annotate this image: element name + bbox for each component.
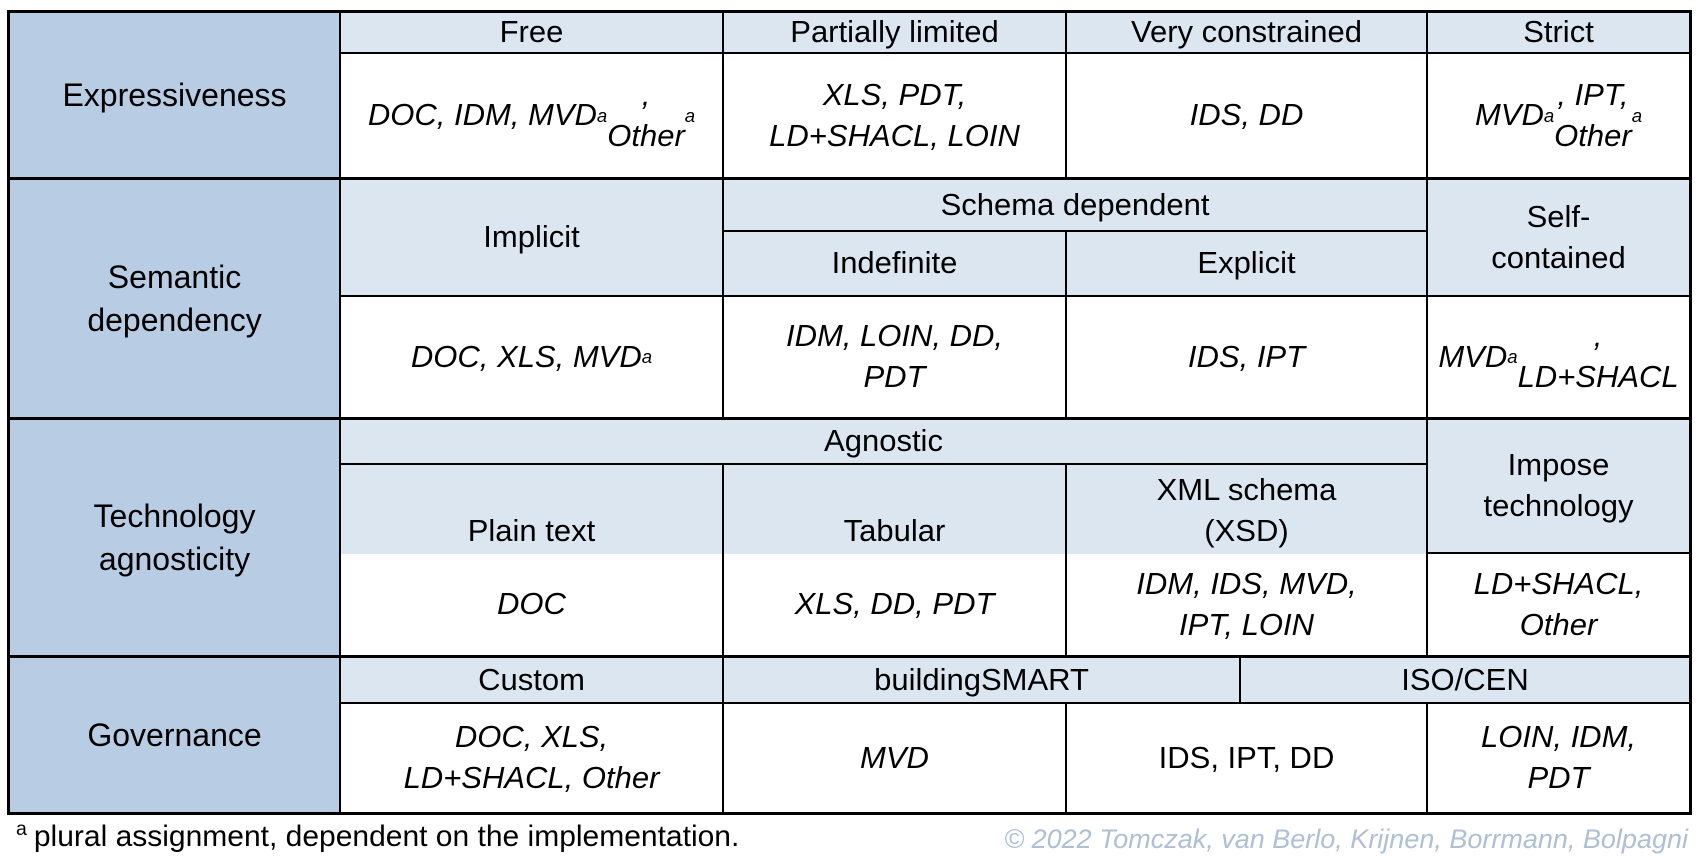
header-indefinite: Indefinite	[724, 232, 1065, 295]
cell-governance-buildingsmart: MVD	[724, 704, 1065, 812]
footnote: a plural assignment, dependent on the imp…	[16, 818, 740, 854]
copyright-line: © 2022 Tomczak, van Berlo, Krijnen, Borr…	[1004, 824, 1688, 854]
footnote-marker: a	[16, 818, 27, 840]
cell-expressiveness-very-constrained: IDS, DD	[1067, 54, 1426, 177]
cell-governance-custom: DOC, XLS,LD+SHACL, Other	[341, 704, 722, 812]
cell-semantic-explicit: IDS, IPT	[1067, 297, 1426, 417]
cell-governance-iso-cen: LOIN, IDM,PDT	[1428, 704, 1689, 812]
header-partially-limited: Partially limited	[724, 13, 1065, 52]
header-schema-dependent: Schema dependent	[724, 180, 1426, 230]
header-tabular: Tabular	[724, 465, 1065, 559]
cell-technology-plain-text: DOC	[341, 554, 722, 655]
cell-technology-impose: LD+SHACL,Other	[1428, 554, 1689, 655]
header-buildingsmart: buildingSMART	[724, 658, 1239, 702]
cell-expressiveness-partially-limited: XLS, PDT,LD+SHACL, LOIN	[724, 54, 1065, 177]
header-plain-text: Plain text	[341, 465, 722, 559]
cell-governance-ids-ipt-dd: IDS, IPT, DD	[1067, 704, 1426, 812]
section-label-expressiveness: Expressiveness	[10, 13, 339, 177]
header-very-constrained: Very constrained	[1067, 13, 1426, 52]
header-explicit: Explicit	[1067, 232, 1426, 295]
footnote-text: plural assignment, dependent on the impl…	[33, 820, 740, 853]
cell-semantic-indefinite: IDM, LOIN, DD,PDT	[724, 297, 1065, 417]
header-custom: Custom	[341, 658, 722, 702]
header-free: Free	[341, 13, 722, 52]
header-strict: Strict	[1428, 13, 1689, 52]
cell-technology-xml-schema: IDM, IDS, MVD,IPT, LOIN	[1067, 554, 1426, 655]
header-iso-cen: ISO/CEN	[1241, 658, 1689, 702]
section-label-governance: Governance	[10, 658, 339, 812]
criteria-comparison-table: Expressiveness Free Partially limited Ve…	[7, 10, 1692, 815]
header-implicit: Implicit	[341, 180, 722, 295]
header-self-contained: Self-contained	[1428, 180, 1689, 295]
header-agnostic: Agnostic	[341, 420, 1426, 463]
header-xml-schema-xsd: XML schema(XSD)	[1067, 465, 1426, 559]
cell-technology-tabular: XLS, DD, PDT	[724, 554, 1065, 655]
